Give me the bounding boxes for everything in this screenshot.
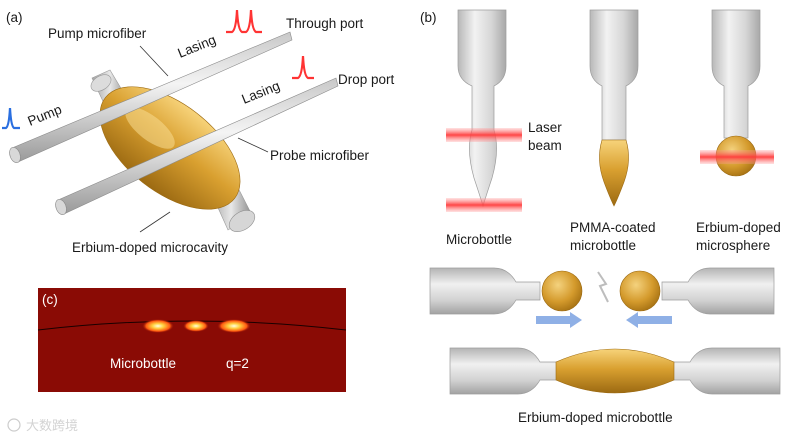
drop-port-label: Drop port (338, 72, 395, 87)
cavity-leader (139, 211, 171, 233)
laser-beam-upper (446, 128, 522, 142)
panel-b: (b) Laser beam Microbottle PMMA-coated m… (420, 9, 781, 425)
mode-spot-left (142, 319, 174, 333)
pump-microfiber-leader (139, 45, 169, 77)
final-microbottle (449, 347, 781, 395)
pump-pulse-icon (2, 107, 20, 130)
panel-a: (a) (2, 9, 395, 255)
final-label: Erbium-doped microbottle (518, 410, 673, 425)
er-sphere-label-2: microsphere (696, 238, 770, 253)
panel-b-label: (b) (420, 10, 437, 25)
pmma-microbottle-step (589, 9, 639, 207)
laser-label-1: Laser (528, 120, 562, 135)
er-sphere-label-1: Erbium-doped (696, 220, 781, 235)
q-label: q=2 (226, 356, 249, 371)
lasing-drop-pulse-icon (292, 55, 314, 80)
splicing-row (429, 267, 775, 328)
probe-microfiber (55, 77, 339, 216)
laser-beam-lower (446, 198, 522, 212)
arrow-left-icon (626, 312, 672, 328)
probe-microfiber-leader (237, 137, 269, 153)
panel-c: (c) Microbottle q=2 (37, 288, 347, 392)
lasing-top-label: Lasing (176, 32, 219, 61)
pump-label: Pump (26, 102, 64, 129)
watermark-text: 大数跨境 (26, 419, 78, 434)
panel-c-label: (c) (42, 292, 58, 307)
microbottle-step (446, 9, 522, 212)
through-port-label: Through port (286, 16, 364, 31)
arrow-right-icon (536, 312, 582, 328)
watermark: 大数跨境 (7, 418, 78, 434)
pump-microfiber-label: Pump microfiber (48, 26, 147, 41)
pmma-label-2: microbottle (570, 238, 636, 253)
mode-spot-right (217, 319, 251, 333)
mode-spot-middle (183, 320, 209, 332)
laser-beam-sphere (700, 150, 774, 164)
mode-heatmap (38, 288, 346, 392)
probe-microfiber-label: Probe microfiber (270, 148, 370, 163)
laser-label-2: beam (528, 138, 562, 153)
cavity-label: Erbium-doped microcavity (72, 240, 228, 255)
lasing-mid-label: Lasing (240, 78, 283, 107)
microcavity (90, 69, 256, 232)
microbottle-label: Microbottle (446, 232, 512, 247)
microsphere-step (700, 9, 774, 177)
lasing-through-pulse-icon (226, 9, 262, 34)
pmma-label-1: PMMA-coated (570, 220, 656, 235)
spark-icon (597, 271, 609, 303)
panel-a-label: (a) (6, 10, 23, 25)
watermark-logo-icon (7, 418, 21, 432)
pump-microfiber (9, 31, 293, 164)
mode-name-label: Microbottle (110, 356, 176, 371)
